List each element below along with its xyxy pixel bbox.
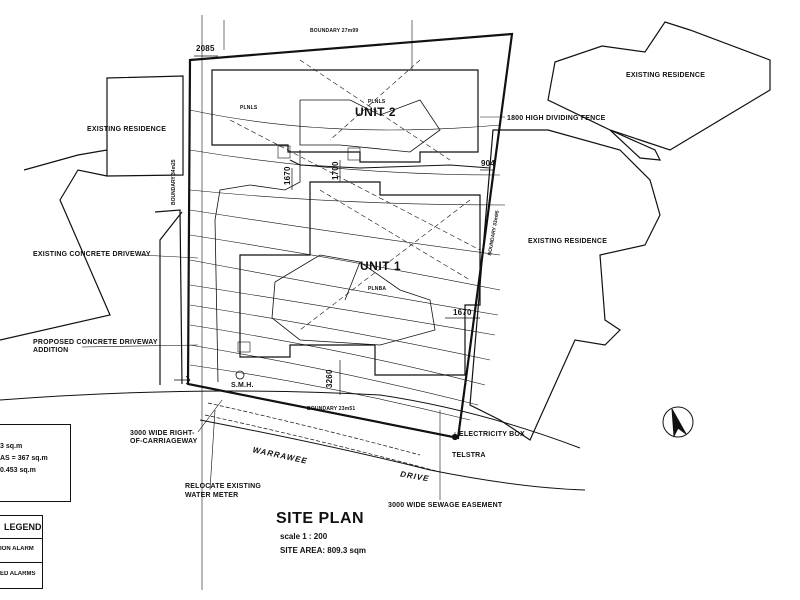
dim-904: 904 bbox=[481, 159, 495, 168]
right-of-carriageway-label-2: OF-CARRIAGEWAY bbox=[130, 438, 198, 445]
legend-box: LEGEND ION ALARM ED ALARMS bbox=[0, 515, 43, 589]
telstra-label: TELSTRA bbox=[452, 452, 486, 459]
plan-title: SITE PLAN bbox=[276, 510, 365, 527]
plan-scale: scale 1 : 200 bbox=[280, 532, 328, 541]
area-summary-line-3: 0.453 sq.m bbox=[0, 467, 36, 474]
existing-residence-right-outline bbox=[469, 129, 661, 441]
existing-residence-left-outline bbox=[106, 75, 184, 177]
dim-1700: 1700 bbox=[331, 161, 340, 180]
proposed-driveway-label-1: PROPOSED CONCRETE DRIVEWAY bbox=[33, 339, 158, 346]
area-summary-box: 3 sq.m AS = 367 sq.m 0.453 sq.m bbox=[0, 424, 71, 502]
legend-item-2: ED ALARMS bbox=[0, 571, 36, 577]
plan-site-area: SITE AREA: 809.3 sqm bbox=[280, 546, 366, 555]
area-summary-line-2: AS = 367 sq.m bbox=[0, 455, 48, 462]
legend-title: LEGEND bbox=[4, 522, 42, 532]
existing-driveway-label: EXISTING CONCRETE DRIVEWAY bbox=[33, 251, 151, 258]
dim-1670-left: 1670 bbox=[283, 166, 292, 185]
electricity-box-label: ELECTRICITY BOX bbox=[459, 431, 525, 438]
planter-c-label: PLNBA bbox=[368, 286, 387, 292]
boundary-bottom-label: BOUNDARY 23m51 bbox=[307, 406, 356, 412]
unit1-label: UNIT 1 bbox=[360, 259, 402, 273]
water-meter-label-2: WATER METER bbox=[185, 492, 239, 499]
planter-a-label: PLNLS bbox=[240, 105, 258, 111]
existing-residence-top-right-outline bbox=[547, 21, 771, 151]
unit2-label: UNIT 2 bbox=[355, 105, 397, 119]
sewage-easement-label: 3000 WIDE SEWAGE EASEMENT bbox=[388, 502, 503, 509]
existing-residence-left-label: EXISTING RESIDENCE bbox=[87, 126, 167, 133]
existing-residence-right-label: EXISTING RESIDENCE bbox=[528, 238, 608, 245]
planter-b-label: PLNLS bbox=[368, 99, 386, 105]
boundary-top-label: BOUNDARY 27m99 bbox=[310, 28, 359, 34]
existing-residence-top-right-label: EXISTING RESIDENCE bbox=[626, 72, 706, 79]
dim-1670-right: 1670 bbox=[453, 308, 472, 317]
area-summary-line-1: 3 sq.m bbox=[0, 443, 23, 450]
unit1-outline bbox=[239, 181, 481, 376]
north-arrow-icon bbox=[662, 406, 694, 438]
boundary-left-label: BOUNDARY 34m25 bbox=[171, 159, 177, 205]
right-of-carriageway-label-1: 3000 WIDE RIGHT- bbox=[130, 430, 195, 437]
smh-label: S.M.H. bbox=[231, 382, 254, 389]
proposed-driveway-label-2: ADDITION bbox=[33, 347, 69, 354]
dim-3260: 3260 bbox=[325, 369, 334, 388]
fence-label: 1800 HIGH DIVIDING FENCE bbox=[507, 115, 606, 122]
unit2-outline bbox=[211, 69, 479, 163]
site-boundary bbox=[186, 32, 514, 440]
dim-2085: 2085 bbox=[196, 44, 215, 53]
water-meter-label-1: RELOCATE EXISTING bbox=[185, 483, 261, 490]
legend-item-1: ION ALARM bbox=[0, 546, 34, 552]
